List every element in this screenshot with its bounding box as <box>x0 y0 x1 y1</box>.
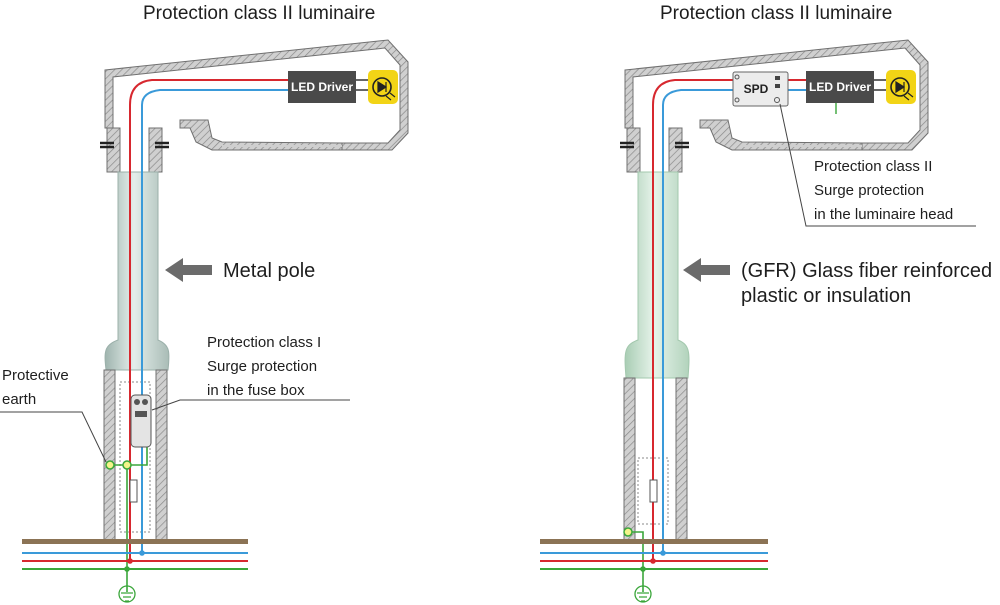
right-bolt-right <box>675 141 689 149</box>
left-title: Protection class II luminaire <box>143 3 375 24</box>
left-pole-arrow <box>165 258 212 282</box>
right-neutral-wire <box>662 89 808 553</box>
left-spd-note-line1: Protection class I <box>207 334 321 351</box>
left-metal-pole <box>104 171 170 371</box>
left-node-phase <box>127 558 133 564</box>
left-ground-symbol <box>118 585 136 603</box>
right-driver-led-link <box>874 79 886 91</box>
right-flange-left <box>626 127 641 173</box>
right-ground-symbol <box>634 585 652 603</box>
left-pole-wall-right <box>155 369 168 541</box>
left-spd-note-line3: in the fuse box <box>207 382 305 399</box>
left-neutral-wire <box>141 89 290 553</box>
left-spd-leader <box>151 399 350 411</box>
left-flange-right <box>148 127 163 173</box>
right-title: Protection class II luminaire <box>660 3 892 24</box>
right-spd-leader <box>779 103 976 227</box>
left-luminaire-housing <box>104 39 409 151</box>
right-bolt-left <box>620 141 634 149</box>
left-luminaire: Protection class II luminaire <box>0 3 409 603</box>
right-flange-right <box>668 127 683 173</box>
right-node-phase <box>650 558 656 564</box>
right-spd-label: SPD <box>744 82 769 96</box>
right-spd-note-line3: in the luminaire head <box>814 206 953 223</box>
right-spd-device: SPD <box>732 71 789 107</box>
right-led-driver-box: LED Driver <box>806 71 874 103</box>
left-fuse <box>129 479 138 503</box>
left-bolt-left <box>100 141 114 149</box>
left-node-earth <box>124 566 130 572</box>
left-housing-lip <box>179 119 343 151</box>
left-phase-wire <box>129 79 290 560</box>
right-driver-label: LED Driver <box>809 80 871 94</box>
left-earth-leader <box>0 411 107 463</box>
right-spd-note-line1: Protection class II <box>814 158 932 175</box>
left-driver-label: LED Driver <box>291 80 353 94</box>
left-earth-note-line1: Protective <box>2 367 69 384</box>
right-pole-label-line1: (GFR) Glass fiber reinforced <box>741 260 992 282</box>
right-node-earth <box>640 566 646 572</box>
left-node-neutral <box>139 550 145 556</box>
right-phase-wire <box>652 79 808 560</box>
right-spd-note-line2: Surge protection <box>814 182 924 199</box>
left-earth-note-line2: earth <box>2 391 36 408</box>
right-pole-label-line2: plastic or insulation <box>741 285 911 307</box>
right-earth-wire <box>630 531 644 568</box>
left-led-driver-box: LED Driver <box>288 71 356 103</box>
left-pole-wall-left <box>103 369 116 541</box>
left-led-icon <box>368 70 398 104</box>
right-led-icon <box>886 70 916 104</box>
left-driver-led-link <box>356 79 368 91</box>
left-pole-label: Metal pole <box>223 260 315 282</box>
right-pole-wall-left <box>623 377 636 541</box>
right-pole-arrow <box>683 258 730 282</box>
right-gfr-pole <box>624 171 690 379</box>
right-node-neutral <box>660 550 666 556</box>
left-ground-surface <box>22 539 248 544</box>
right-housing-lip <box>699 119 863 151</box>
right-ground-surface <box>540 539 768 544</box>
right-pole-wall-right <box>675 377 688 541</box>
left-spd-device <box>130 394 152 448</box>
right-fuse <box>649 479 658 503</box>
right-luminaire: Protection class II luminaire SPD <box>540 3 992 603</box>
left-bolt-right <box>155 141 169 149</box>
left-earth-terminal <box>105 460 115 470</box>
left-earth-wire <box>126 440 148 568</box>
left-flange-left <box>106 127 121 173</box>
left-fuse-box <box>119 381 151 533</box>
left-earth-terminal-2 <box>122 460 132 470</box>
right-luminaire-housing <box>624 39 929 151</box>
right-earth-terminal <box>623 527 633 537</box>
left-spd-note-line2: Surge protection <box>207 358 317 375</box>
